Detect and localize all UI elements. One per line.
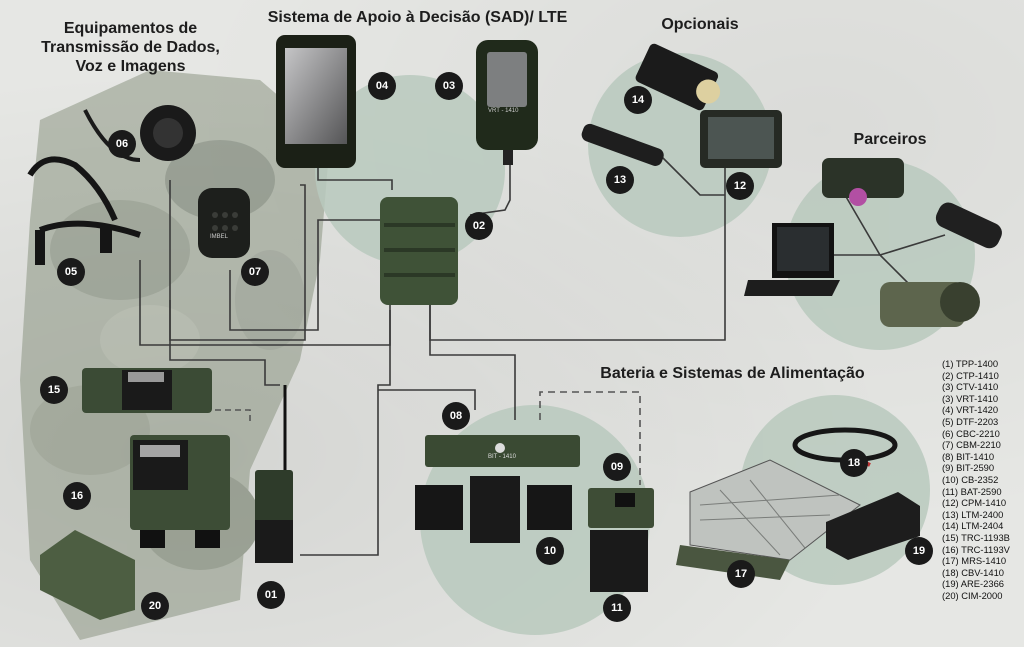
legend-item: (17) MRS-1410 [942,555,1007,567]
title-transmissao: Equipamentos de Transmissão de Dados, Vo… [28,19,233,76]
badge-14: 14 [624,86,652,114]
legend-item: (3) CTV-1410 [942,381,999,393]
legend-item: (20) CIM-2000 [942,589,1003,601]
legend-item: (19) ARE-2366 [942,578,1005,590]
badge-02: 02 [465,212,493,240]
badge-06: 06 [108,130,136,158]
legend-item: (6) CBC-2210 [942,427,1000,439]
brand-logo-text: IMBEL [210,234,229,240]
case-cim-2000-icon [40,530,135,620]
badge-01: 01 [257,581,285,609]
badge-07: 07 [241,258,269,286]
legend-item: (11) BAT-2590 [942,485,1002,497]
badge-15: 15 [40,376,68,404]
battery-belt-bit-1410-icon [425,435,580,467]
legend-item: (15) TRC-1193B [942,531,1010,543]
charger-cb-2352-icon [415,476,572,543]
headset-cbc-2210-icon [83,105,196,162]
throat-mic-dtf-2203-icon [27,156,141,265]
badge-12: 12 [726,172,754,200]
radio-trc-1193b-icon [82,368,212,413]
tablet-vrt-1420-icon [276,35,356,168]
badge-18: 18 [840,449,868,477]
flashlight-ltm-2400-icon [581,123,664,166]
radio-trc-1193v-icon [130,435,230,548]
handheld-vrt-1410-icon [476,40,538,165]
legend-item: (16) TRC-1193V [942,543,1010,555]
legend-item: (10) CB-2352 [942,473,999,485]
battery-interface-bit-2590-icon [588,488,654,528]
portable-radio-tpp-1400-icon [255,385,293,563]
dashed-connection [539,391,641,485]
title-sad: Sistema de Apoio à Decisão (SAD)/ LTE [267,9,568,26]
badge-20: 20 [141,592,169,620]
legend-item: (3) VRT-1410 [942,392,999,404]
legend-item: (1) TPP-1400 [942,358,999,369]
equipment-legend: (1) TPP-1400(2) CTP-1410(3) CTV-1410(3) … [942,358,1014,601]
badge-09: 09 [603,453,631,481]
badge-13: 13 [606,166,634,194]
legend-item: (12) CPM-1410 [942,497,1007,509]
rugged-laptop-partner-icon [744,223,840,296]
title-transmissao-line1: Equipamentos de [63,20,198,37]
battery-bat-2590-icon [590,530,648,592]
badge-19: 19 [905,537,933,565]
connection-cables [139,154,946,556]
badge-03: 03 [435,72,463,100]
power-adapter-are-2366-icon [826,492,920,560]
legend-item: (7) CBM-2210 [942,439,1001,451]
title-opcionais: Opcionais [661,16,739,33]
thermal-monocular-partner-icon [935,202,1002,249]
title-transmissao-line2: Transmissão de Dados, [41,39,220,56]
rugged-tablet-cpm-1410-icon [700,110,782,168]
night-vision-ltm-2404-icon [635,43,721,111]
badge-11: 11 [603,594,631,622]
binoculars-partner-icon [822,158,904,206]
legend-item: (13) LTM-2400 [942,508,1004,520]
legend-item: (9) BIT-2590 [942,462,995,474]
vrt-device-label: VRT - 1410 [488,108,519,114]
legend-item: (2) CTP-1410 [942,369,999,381]
legend-item: (5) DTF-2203 [942,415,999,427]
badge-16: 16 [63,482,91,510]
badge-08: 08 [442,402,470,430]
legend-item: (8) BIT-1410 [942,450,995,462]
dashed-connection-radio [195,409,251,425]
weapon-sight-partner-icon [880,282,980,327]
speaker-mic-cbm-2210-icon [198,188,250,258]
title-transmissao-line3: Voz e Imagens [75,58,186,75]
title-parceiros: Parceiros [853,131,927,148]
badge-10: 10 [536,537,564,565]
bit-device-label: BIT - 1410 [488,454,516,460]
legend-item: (18) CBV-1410 [942,566,1005,578]
legend-item: (4) VRT-1420 [942,404,999,416]
central-unit-ctp-1410-icon [380,197,458,305]
legend-item: (14) LTM-2404 [942,520,1004,532]
badge-04: 04 [368,72,396,100]
badge-17: 17 [727,560,755,588]
title-bateria: Bateria e Sistemas de Alimentação [600,365,865,382]
badge-05: 05 [57,258,85,286]
